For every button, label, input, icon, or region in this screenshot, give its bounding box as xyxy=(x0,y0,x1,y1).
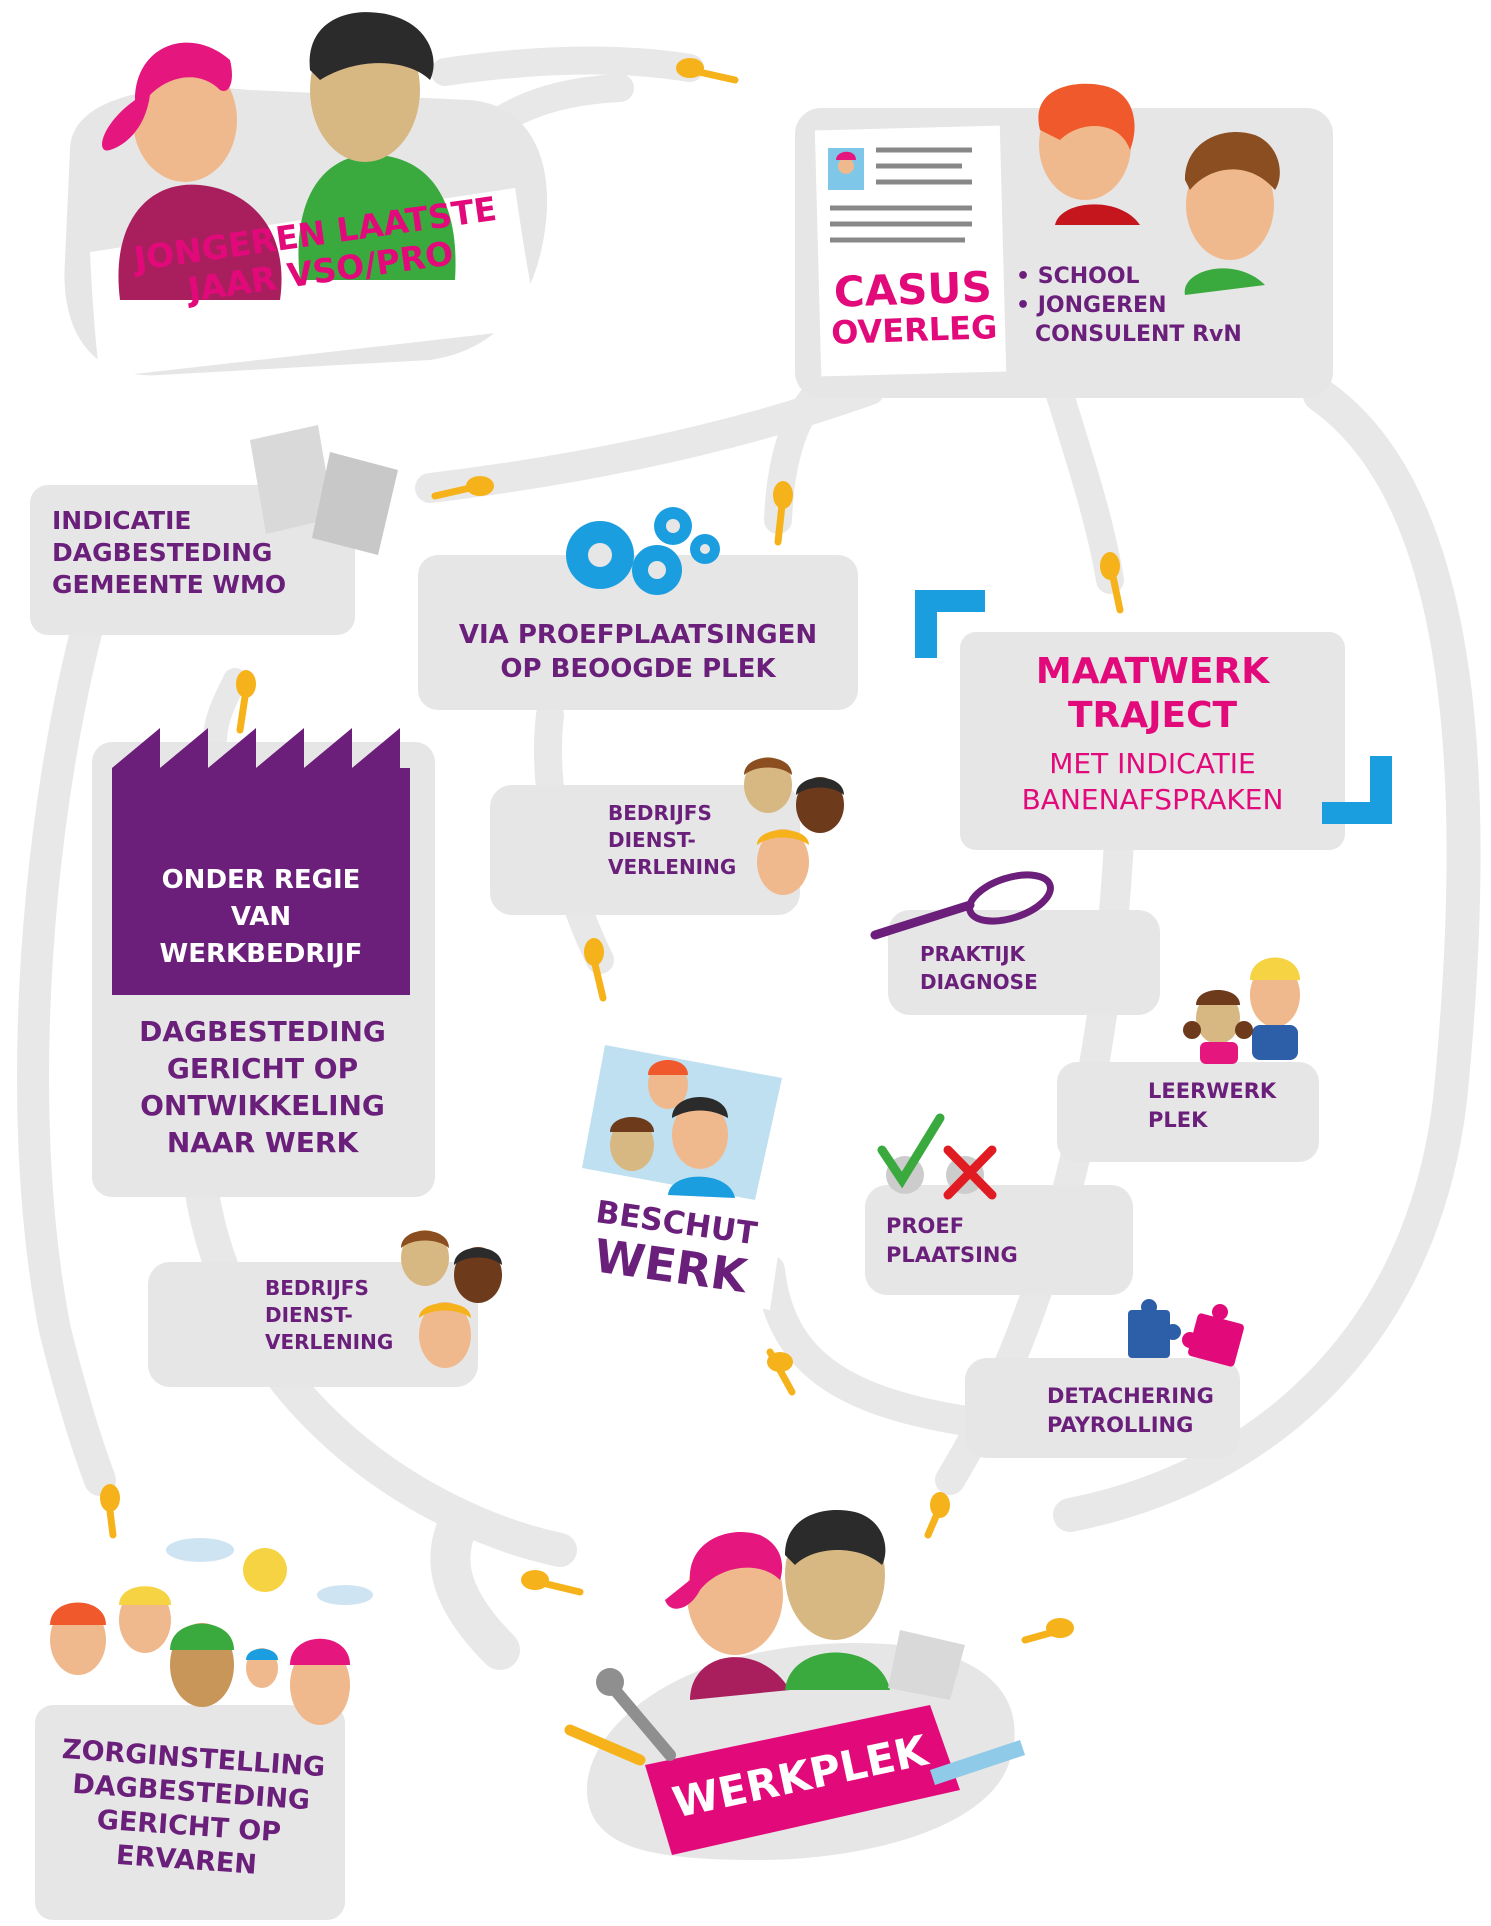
hand-pointer-icon xyxy=(676,58,739,84)
pointing-hands xyxy=(100,58,1124,1644)
casus-title-line-1: CASUS xyxy=(833,262,993,317)
bedrijfsdienst-top-line-2: DIENST- xyxy=(608,828,696,852)
resume-document-icon xyxy=(828,147,972,243)
proef-label: PROEF PLAATSING xyxy=(886,1212,1086,1270)
casus-title-line-2: OVERLEG xyxy=(830,308,998,352)
zorg-label: ZORGINSTELLING DAGBESTEDING GERICHT OP E… xyxy=(36,1732,345,1889)
maatwerk-sub-line-1: MET INDICATIE xyxy=(1049,747,1256,780)
hand-pointer-icon xyxy=(924,1492,950,1539)
bedrijfsdienst-bottom-line-2: DIENST- xyxy=(265,1303,353,1327)
werkplek-sign xyxy=(645,1705,960,1855)
check-cross-icon xyxy=(877,1113,997,1200)
papers-icon xyxy=(250,425,398,555)
casus-bullet-school: • SCHOOL xyxy=(1016,264,1140,289)
indicatie-line-1: INDICATIE xyxy=(52,506,192,535)
praktijk-line-2: DIAGNOSE xyxy=(920,970,1038,994)
proef-line-1: PROEF xyxy=(886,1214,965,1238)
leerwerk-label: LEERWERK PLEK xyxy=(1148,1077,1308,1135)
werkbedrijf-desc-line-4: NAAR WERK xyxy=(166,1126,359,1159)
werkbedrijf-line-2: VAN xyxy=(230,902,292,932)
puzzle-icon xyxy=(1128,1299,1244,1367)
leerwerk-line-1: LEERWERK xyxy=(1148,1079,1277,1103)
bedrijfsdienst-top-line-3: VERLENING xyxy=(608,855,737,879)
indicatie-line-3: GEMEENTE WMO xyxy=(52,570,287,599)
hand-pointer-icon xyxy=(773,481,793,546)
magnifying-glass-icon xyxy=(870,871,1054,940)
maatwerk-title-line-2: TRAJECT xyxy=(1067,695,1238,736)
two-people-icon xyxy=(1038,83,1280,295)
leerwerk-line-2: PLEK xyxy=(1148,1108,1208,1132)
werkbedrijf-line-1: ONDER REGIE xyxy=(161,865,361,895)
praktijk-label: PRAKTIJK DIAGNOSE xyxy=(920,940,1120,996)
bedrijfsdienst-bottom-line-3: VERLENING xyxy=(265,1330,394,1354)
proefplaatsingen-line-2: OP BEOOGDE PLEK xyxy=(500,654,776,684)
werkbedrijf-desc-line-3: ONTWIKKELING xyxy=(140,1089,385,1122)
maatwerk-sub-line-2: BANENAFSPRAKEN xyxy=(1021,783,1284,816)
hand-pointer-icon xyxy=(236,670,256,734)
praktijk-line-1: PRAKTIJK xyxy=(920,942,1026,966)
two-children-icon xyxy=(1183,957,1300,1064)
photo-icon xyxy=(610,1060,735,1198)
hand-pointer-icon xyxy=(1021,1618,1074,1644)
casus-bullet-jongeren: • JONGEREN xyxy=(1016,293,1167,318)
indicatie-label: INDICATIE DAGBESTEDING GEMEENTE WMO xyxy=(52,505,352,601)
werkbedrijf-description: DAGBESTEDING GERICHT OP ONTWIKKELING NAA… xyxy=(100,1013,425,1161)
gears-icon xyxy=(566,507,720,595)
casus-participants: • SCHOOL • JONGEREN CONSULENT RvN xyxy=(1016,262,1266,349)
hand-pointer-icon xyxy=(431,476,494,500)
proef-line-2: PLAATSING xyxy=(886,1243,1018,1267)
bedrijfsdienst-bottom-label: BEDRIJFS DIENST- VERLENING xyxy=(265,1275,425,1356)
maatwerk-label: MAATWERK TRAJECT MET INDICATIE BANENAFSP… xyxy=(960,650,1345,818)
two-young-people-icon xyxy=(102,12,456,300)
werkbedrijf-label: ONDER REGIE VAN WERKBEDRIJF xyxy=(112,862,410,973)
hand-pointer-icon xyxy=(100,1484,120,1539)
hand-pointer-icon xyxy=(521,1570,584,1596)
casus-title: CASUS OVERLEG xyxy=(825,262,1003,353)
detachering-line-2: PAYROLLING xyxy=(1047,1413,1194,1437)
werkbedrijf-line-3: WERKBEDRIJF xyxy=(159,939,363,969)
detachering-line-1: DETACHERING xyxy=(1047,1384,1214,1408)
hand-pointer-icon xyxy=(1100,552,1124,614)
proefplaatsingen-line-1: VIA PROEFPLAATSINGEN xyxy=(458,620,818,650)
werkplek-people-icon xyxy=(665,1509,890,1700)
proefplaatsingen-label: VIA PROEFPLAATSINGEN OP BEOOGDE PLEK xyxy=(418,618,858,686)
three-faces-icon xyxy=(744,757,844,895)
faces-group-icon xyxy=(50,1538,373,1725)
tools-icon xyxy=(564,1630,1025,1785)
bedrijfsdienst-bottom-line-1: BEDRIJFS xyxy=(265,1276,369,1300)
werkbedrijf-desc-line-1: DAGBESTEDING xyxy=(139,1015,386,1048)
bedrijfsdienst-top-line-1: BEDRIJFS xyxy=(608,801,712,825)
hand-pointer-icon xyxy=(766,1348,796,1396)
werkbedrijf-desc-line-2: GERICHT OP xyxy=(166,1052,359,1085)
werkbedrijf-factory xyxy=(112,728,410,995)
maatwerk-brackets xyxy=(915,590,1392,824)
hand-pointer-icon xyxy=(584,938,607,1002)
casus-bullet-consulent: CONSULENT RvN xyxy=(1035,322,1242,347)
indicatie-line-2: DAGBESTEDING xyxy=(52,538,273,567)
bedrijfsdienst-top-label: BEDRIJFS DIENST- VERLENING xyxy=(608,800,768,881)
detachering-label: DETACHERING PAYROLLING xyxy=(1047,1382,1247,1440)
three-faces-icon xyxy=(401,1230,502,1368)
maatwerk-title-line-1: MAATWERK xyxy=(1035,651,1270,692)
